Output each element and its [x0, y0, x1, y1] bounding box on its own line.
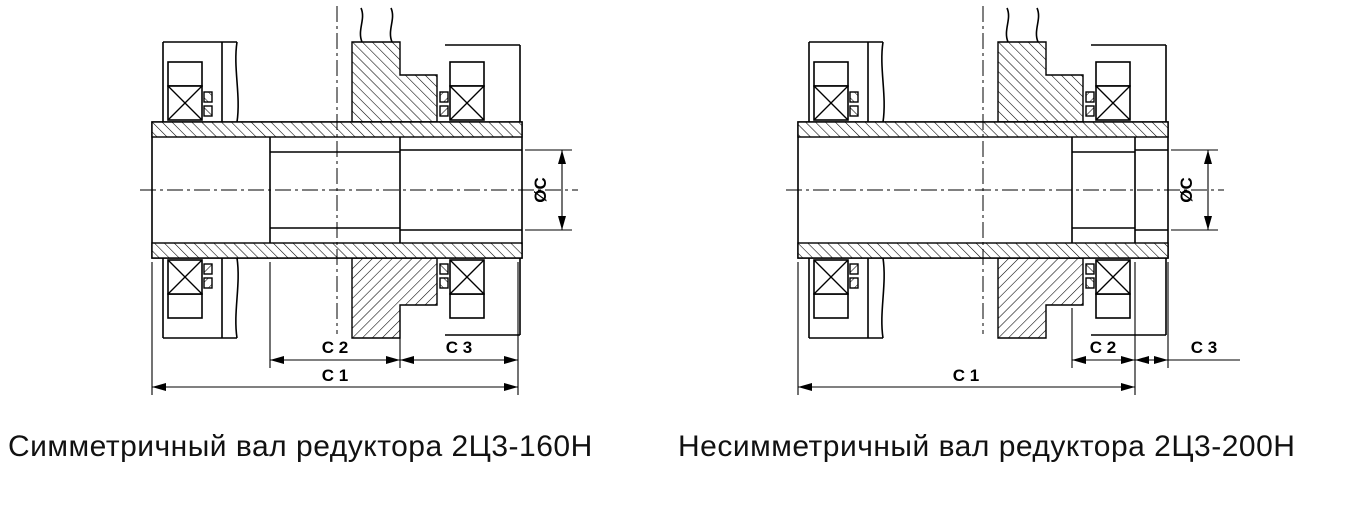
break-line [235, 257, 239, 339]
arrowhead [1121, 383, 1135, 391]
housing-block-bottom [351, 257, 438, 339]
arrowhead [1204, 150, 1212, 164]
arrowhead [798, 383, 812, 391]
dimension-c2: C 2 [269, 262, 401, 368]
dimension-c3: C 3 [400, 262, 519, 395]
housing-block-top [351, 41, 438, 123]
bearing-top-right [439, 61, 485, 121]
arrowhead [400, 356, 414, 364]
bearing-top-left [813, 61, 859, 121]
arrowhead [152, 383, 166, 391]
bearing-bottom-right [1085, 259, 1131, 319]
figure-asymmetric-shaft: C 2 C 3 C 1 ØC [786, 6, 1240, 395]
housing-outline [162, 7, 521, 339]
arrowhead [558, 216, 566, 230]
arrowhead [386, 356, 400, 364]
dim-label-c1: C 1 [953, 366, 979, 385]
arrowhead [504, 356, 518, 364]
break-line [1035, 7, 1040, 43]
arrowhead [1072, 356, 1086, 364]
arrowhead [1121, 356, 1135, 364]
arrowhead [270, 356, 284, 364]
arrowhead [1154, 356, 1168, 364]
bearing-bottom-right [439, 259, 485, 319]
break-line [235, 41, 239, 123]
arrowhead [558, 150, 566, 164]
break-line [389, 7, 394, 43]
arrowhead [504, 383, 518, 391]
figure-symmetric-shaft: C 2 C 3 C 1 ØC [140, 6, 578, 395]
bearing-top-right [1085, 61, 1131, 121]
break-line [881, 257, 885, 339]
housing-block-top [997, 41, 1084, 123]
bearing-bottom-left [167, 259, 213, 319]
housing-outline [808, 7, 1167, 339]
break-line [359, 7, 364, 43]
dimension-c3: C 3 [1135, 262, 1240, 368]
dimension-c2: C 2 [1071, 262, 1136, 395]
caption-asymmetric-shaft: Несимметричный вал редуктора 2Ц3-200Н [678, 430, 1295, 463]
dim-label-c1: C 1 [322, 366, 348, 385]
dim-label-c3: C 3 [446, 338, 472, 357]
housing-block-bottom [997, 257, 1084, 339]
bearing-bottom-left [813, 259, 859, 319]
dimension-c1: C 1 [797, 262, 1135, 395]
caption-symmetric-shaft: Симметричный вал редуктора 2Ц3-160Н [8, 430, 593, 463]
dim-label-c3: C 3 [1191, 338, 1217, 357]
arrowhead [1135, 356, 1149, 364]
dim-label-c2: C 2 [1090, 338, 1116, 357]
dim-label-c2: C 2 [322, 338, 348, 357]
break-line [1005, 7, 1010, 43]
dimension-c1: C 1 [151, 262, 518, 395]
bearing-top-left [167, 61, 213, 121]
arrowhead [1204, 216, 1212, 230]
break-line [881, 41, 885, 123]
